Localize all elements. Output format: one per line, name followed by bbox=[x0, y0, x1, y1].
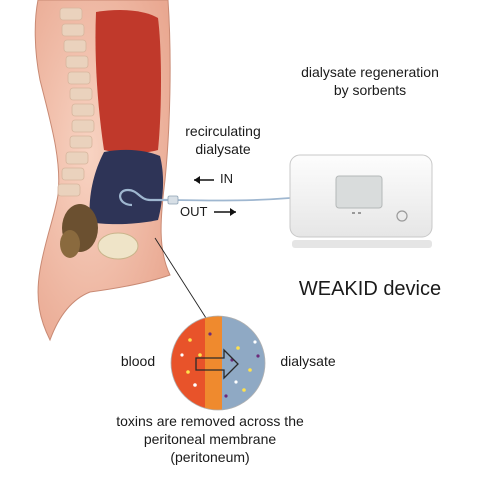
peritoneal-cavity bbox=[89, 149, 164, 225]
left-arrow-icon bbox=[194, 176, 214, 184]
caption-line-2: peritoneal membrane bbox=[143, 431, 277, 448]
recirculating-label: recirculating dialysate bbox=[168, 122, 278, 158]
caption-line-1: toxins are removed across the bbox=[116, 413, 304, 429]
bladder bbox=[97, 232, 139, 260]
tubing bbox=[167, 197, 291, 202]
tube-connector bbox=[167, 195, 179, 205]
organ bbox=[95, 10, 161, 154]
zoom-pointer bbox=[154, 237, 207, 319]
power-button-icon bbox=[396, 210, 408, 222]
regeneration-line-1: dialysate regeneration bbox=[301, 64, 439, 80]
caption-line-3: (peritoneum) bbox=[170, 449, 250, 466]
membrane-right-arrow-icon bbox=[195, 348, 239, 380]
pelvic-organ bbox=[60, 230, 80, 258]
weakid-device bbox=[289, 154, 433, 248]
regeneration-line-2: by sorbents bbox=[333, 82, 407, 99]
device-title: WEAKID device bbox=[298, 278, 442, 300]
dialysate-label: dialysate bbox=[280, 353, 336, 369]
catheter bbox=[119, 188, 168, 207]
torso-cross-section bbox=[34, 0, 171, 342]
recirculating-line-1: recirculating bbox=[185, 123, 261, 139]
recirculating-line-2: dialysate bbox=[195, 141, 251, 158]
membrane-zoom bbox=[171, 316, 265, 410]
device-screen bbox=[335, 175, 383, 209]
out-label: OUT bbox=[180, 204, 208, 219]
right-arrow-icon bbox=[214, 208, 236, 216]
spine bbox=[57, 7, 95, 197]
in-label: IN bbox=[220, 171, 233, 186]
caption: toxins are removed across the peritoneal… bbox=[90, 412, 330, 467]
blood-label: blood bbox=[120, 353, 156, 369]
regeneration-label: dialysate regeneration by sorbents bbox=[280, 63, 460, 99]
